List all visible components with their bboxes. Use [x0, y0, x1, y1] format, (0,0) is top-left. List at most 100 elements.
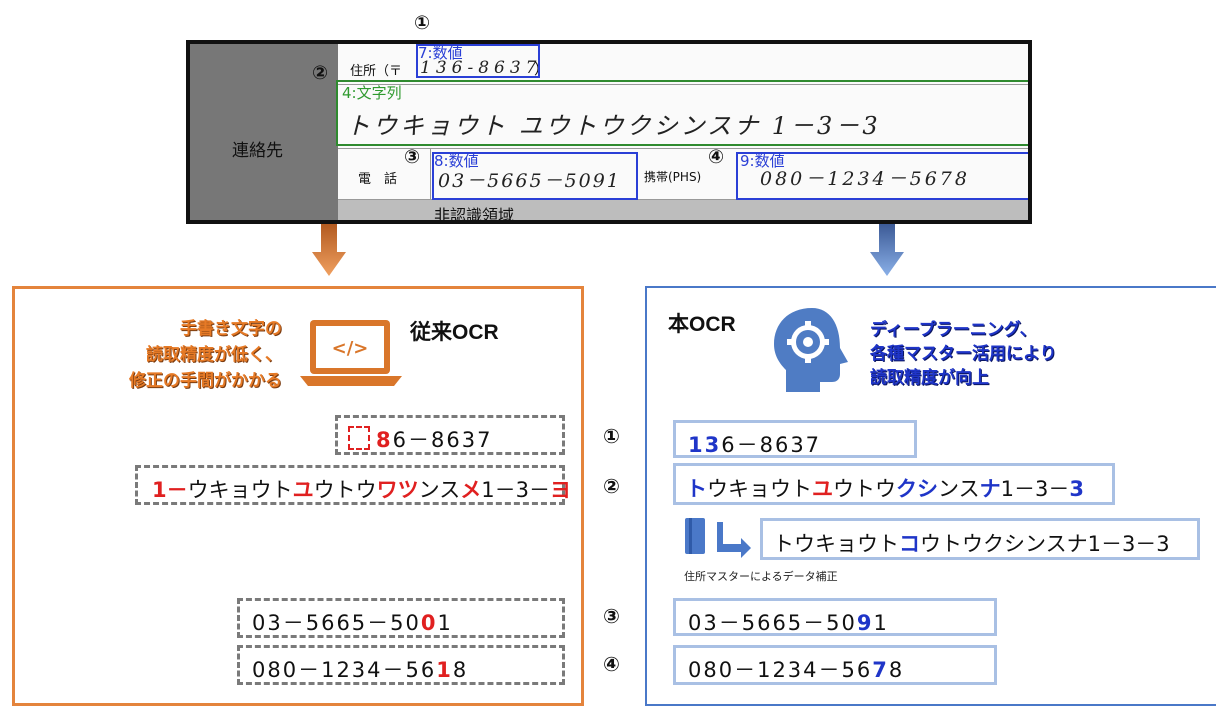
phone-label: 電 話: [358, 172, 398, 187]
marker-3: ③: [603, 604, 620, 628]
legacy-desc-line-3: 修正の手間がかかる: [129, 371, 282, 391]
result-segment: 1－3－: [1000, 477, 1070, 501]
result-segment: 03－5665－50: [252, 611, 421, 635]
legacy-result-4: 080－1234－5618: [252, 654, 468, 684]
legacy-result-3: 03－5665－5001: [252, 607, 453, 637]
marker-4: ④: [603, 652, 620, 676]
postal-close-paren: ）: [534, 60, 550, 78]
result-segment: 1－: [152, 478, 188, 502]
region-box-postal: [416, 44, 540, 78]
region-tag-phone: 8:数値: [434, 152, 479, 170]
unrecognized-label: 非認識領域: [434, 206, 515, 224]
marker-3-top: ③: [404, 146, 421, 168]
result-segment: 0: [420, 611, 438, 635]
correction-caption: 住所マスターによるデータ補正: [684, 570, 838, 583]
new-result-box-2: トウキョウトユウトウクシンスナ1－3－3: [673, 463, 1115, 505]
legacy-desc-line-1: 手書き文字の: [180, 319, 282, 339]
result-segment: 6－8637: [392, 428, 493, 452]
region-tag-postal: 7:数値: [418, 44, 463, 62]
result-segment: ユ: [812, 477, 833, 501]
result-segment: ト: [686, 477, 707, 501]
new-result-1: 136－8637: [688, 429, 821, 459]
legacy-description: 手書き文字の 読取精度が低く、 修正の手間がかかる: [90, 316, 282, 394]
result-segment: ナ: [979, 477, 1001, 501]
legacy-result-box-1: 86－8637: [335, 415, 565, 455]
result-segment: ウトウ: [313, 478, 377, 502]
region-box-address: [336, 80, 1028, 146]
new-desc-line-2: 各種マスター活用により: [870, 344, 1057, 364]
scanned-form: 連絡先 住所（〒 136-8637 ） 7:数値 4:文字列 トウキョウト ユウ…: [186, 40, 1032, 224]
new-result-3: 03－5665－5091: [688, 607, 889, 637]
new-result-4: 080－1234－5678: [688, 654, 904, 684]
code-glyph: </>: [332, 338, 369, 359]
result-segment: 6－8637: [721, 433, 822, 457]
result-segment: ンス: [418, 478, 461, 502]
result-segment: 13: [688, 433, 722, 457]
result-segment: ウキョウト: [187, 478, 293, 502]
result-segment: ワツ: [376, 478, 419, 502]
result-segment: ンス: [938, 477, 980, 501]
book-icon: [685, 518, 751, 558]
result-segment: 1: [437, 611, 453, 635]
new-result-box-4: 080－1234－5678: [673, 645, 997, 685]
address-handwritten: トウキョウト ユウトウクシンスナ 1－3－3: [346, 112, 881, 140]
unrecognized-region: [338, 200, 1028, 220]
result-segment: 7: [872, 658, 889, 682]
phone-handwritten: 03－5665－5091: [438, 170, 621, 192]
postal-handwritten: 136-8637: [420, 58, 542, 78]
result-segment: ヨ: [549, 478, 571, 502]
new-desc-line-1: ディープラーニング、: [870, 320, 1037, 340]
address-label: 住所（〒: [350, 64, 403, 79]
region-tag-mobile: 9:数値: [740, 152, 785, 170]
result-segment: 080－1234－56: [252, 658, 437, 682]
form-contact-column: 連絡先: [190, 44, 338, 220]
legacy-result-box-4: 080－1234－5618: [237, 645, 565, 685]
contact-label: 連絡先: [232, 141, 283, 161]
corrected-address: トウキョウトコウトウクシンスナ1－3－3: [773, 528, 1170, 558]
new-description: ディープラーニング、 各種マスター活用により 読取精度が向上: [870, 318, 1100, 390]
region-tag-address: 4:文字列: [342, 84, 402, 102]
region-box-phone: [432, 152, 638, 200]
result-segment: 1: [873, 611, 889, 635]
mobile-label: 携帯(PHS): [644, 170, 702, 184]
result-segment: 03－5665－50: [688, 611, 857, 635]
laptop-code-icon: </>: [300, 320, 402, 386]
corrected-address-box: トウキョウトコウトウクシンスナ1－3－3: [760, 518, 1200, 560]
result-segment: 8: [376, 428, 393, 452]
result-segment: [348, 426, 370, 450]
arrow-down-orange-icon: [312, 224, 346, 276]
region-box-mobile: [736, 152, 1028, 200]
marker-1-top: ①: [414, 12, 431, 34]
marker-2-top: ②: [312, 62, 329, 84]
legacy-result-2: 1－ウキョウトユウトウワツンスメ1－3－ヨ: [152, 474, 571, 504]
mobile-handwritten: 080－1234－5678: [760, 168, 970, 190]
result-segment: トウキョウト: [773, 532, 899, 556]
result-segment: 3: [1069, 477, 1084, 501]
new-result-box-1: 136－8637: [673, 420, 917, 458]
new-title: 本OCR: [668, 313, 736, 336]
new-result-2: トウキョウトユウトウクシンスナ1－3－3: [686, 473, 1084, 503]
legacy-desc-line-2: 読取精度が低く、: [146, 345, 282, 365]
marker-4-top: ④: [708, 146, 725, 168]
result-segment: 080－1234－56: [688, 658, 873, 682]
legacy-result-box-2: 1－ウキョウトユウトウワツンスメ1－3－ヨ: [135, 465, 571, 505]
result-segment: ウキョウト: [707, 477, 812, 501]
head-gear-icon: [774, 308, 848, 392]
result-segment: ユ: [292, 478, 314, 502]
form-body: 住所（〒 136-8637 ） 7:数値 4:文字列 トウキョウト ユウトウクシ…: [336, 44, 1028, 224]
marker-1: ①: [603, 424, 620, 448]
result-segment: クシ: [896, 477, 938, 501]
result-segment: 8: [888, 658, 905, 682]
legacy-title: 従来OCR: [410, 321, 499, 344]
legacy-result-box-3: 03－5665－5001: [237, 598, 565, 638]
arrow-down-blue-icon: [870, 224, 904, 276]
marker-2: ②: [603, 474, 620, 498]
result-segment: ウトウクシンスナ1－3－3: [920, 532, 1170, 556]
result-segment: 1: [436, 658, 453, 682]
legacy-result-1: 86－8637: [348, 424, 492, 454]
result-segment: コ: [899, 532, 920, 556]
result-segment: ウトウ: [833, 477, 896, 501]
result-segment: 1－3－: [481, 478, 550, 502]
result-segment: 9: [856, 611, 874, 635]
new-result-box-3: 03－5665－5091: [673, 598, 997, 636]
